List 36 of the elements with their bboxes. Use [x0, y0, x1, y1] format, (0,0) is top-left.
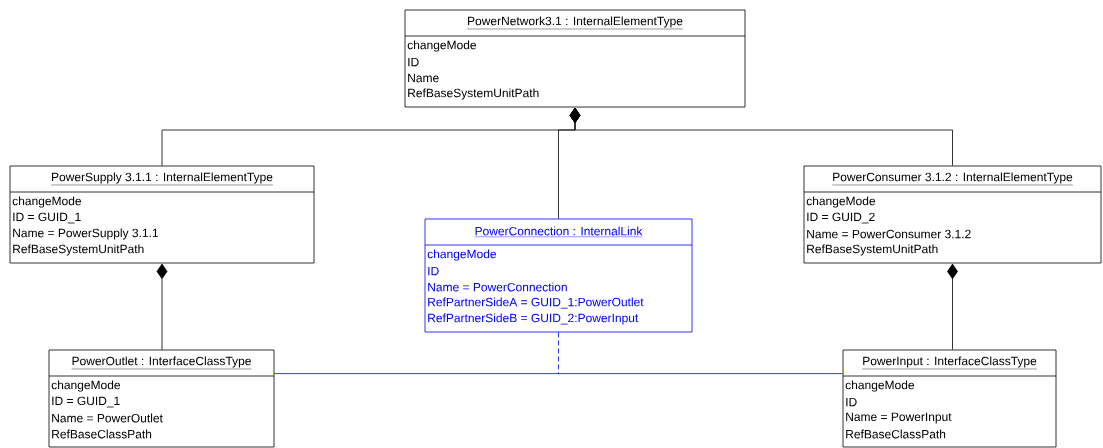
attribute-text: changeMode	[12, 196, 82, 208]
attribute-text: RefBaseSystemUnitPath	[807, 244, 938, 256]
connector	[569, 107, 953, 166]
attribute-text: ID	[428, 266, 439, 276]
attribute-text: RefPartnerSideB = GUID_2:PowerInput	[428, 313, 639, 325]
attribute-text: Name = PowerSupply 3.1.1	[13, 228, 158, 240]
object-name: PowerInput : InterfaceClassType	[862, 356, 1037, 370]
attribute-text: ID	[846, 397, 857, 407]
attribute-text: RefBaseSystemUnitPath	[13, 244, 144, 256]
attribute-text: Name = PowerInput	[846, 412, 952, 424]
attribute-text: ID = GUID_1	[13, 212, 81, 224]
object-name: PowerConsumer 3.1.2 : InternalElementType	[832, 172, 1073, 186]
attribute-text: Name = PowerConnection	[428, 282, 567, 292]
attribute-text: RefBaseClassPath	[52, 429, 152, 439]
attribute-text: changeMode	[806, 196, 876, 208]
attribute-text: changeMode	[427, 249, 497, 261]
attribute-text: ID = GUID_2	[807, 212, 875, 224]
connector	[947, 263, 958, 350]
object-name: PowerConnection : InternalLink	[474, 226, 643, 237]
attribute-text: changeMode	[407, 40, 477, 52]
object-name: PowerOutlet : InterfaceClassType	[71, 356, 252, 370]
attribute-text: changeMode	[845, 380, 915, 392]
attribute-text: ID	[408, 57, 419, 67]
attribute-text: RefBaseClassPath	[846, 429, 946, 439]
attribute-text: RefBaseSystemUnitPath	[408, 88, 539, 100]
object-name: PowerNetwork3.1 : InternalElementType	[466, 16, 684, 30]
object-name: PowerSupply 3.1.1 : InternalElementType	[50, 172, 274, 186]
attribute-text: Name	[408, 73, 439, 83]
connector	[274, 373, 843, 374]
attribute-text: changeMode	[51, 380, 121, 392]
attribute-text: Name = PowerOutlet	[52, 413, 163, 423]
attribute-text: RefPartnerSideA = GUID_1:PowerOutlet	[428, 297, 644, 309]
connector	[156, 263, 168, 350]
connector	[558, 332, 559, 375]
attribute-text: Name = PowerConsumer 3.1.2	[807, 229, 971, 239]
attribute-text: ID = GUID_1	[52, 396, 120, 408]
